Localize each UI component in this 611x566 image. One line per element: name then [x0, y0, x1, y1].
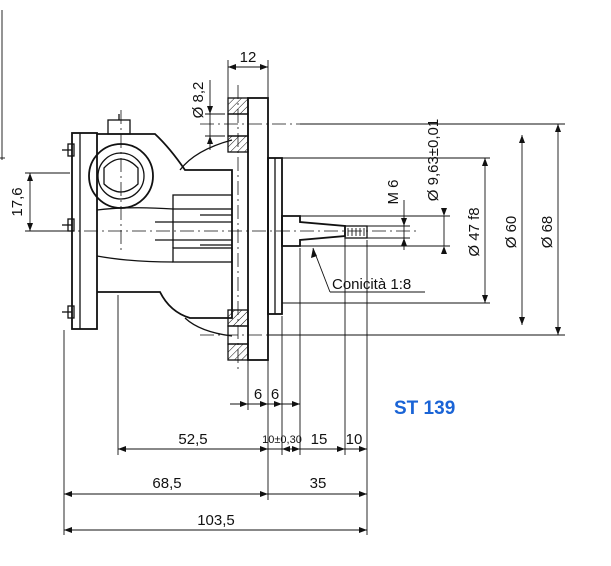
label-w-35: 35: [310, 475, 327, 492]
label-w-6a: 6: [254, 386, 262, 403]
label-d-9-63: Ø 9,63±0,01: [425, 119, 442, 201]
pump-body: [62, 114, 233, 337]
label-taper: Conicità 1:8: [332, 276, 411, 293]
model-code: ST 139: [394, 398, 455, 419]
label-w-15: 15: [311, 431, 328, 448]
label-w-6b: 6: [271, 386, 279, 403]
label-w-52-5: 52,5: [178, 431, 207, 448]
label-w-10: 10: [346, 431, 363, 448]
arrowheads: [27, 64, 561, 533]
label-d-60: Ø 60: [503, 216, 520, 249]
label-d-68: Ø 68: [539, 216, 556, 249]
label-w-10-tol: 10±0,30: [262, 434, 302, 446]
label-m6: M 6: [385, 179, 402, 204]
output-shaft: [281, 215, 368, 247]
label-w-12: 12: [240, 49, 257, 66]
mounting-flange: [227, 97, 283, 361]
label-h-17-6: 17,6: [9, 187, 26, 216]
dimension-labels: Ø 8,2 12 17,6 Ø 9,63±0,01 M 6 Ø 47 f8 Ø …: [9, 49, 556, 529]
left-edge-marks: [0, 10, 5, 160]
label-w-68-5: 68,5: [152, 475, 181, 492]
label-d-47: Ø 47 f8: [466, 207, 483, 256]
label-w-103-5: 103,5: [197, 512, 235, 529]
dimension-lines: [25, 60, 565, 535]
label-d-8-2: Ø 8,2: [190, 82, 207, 119]
